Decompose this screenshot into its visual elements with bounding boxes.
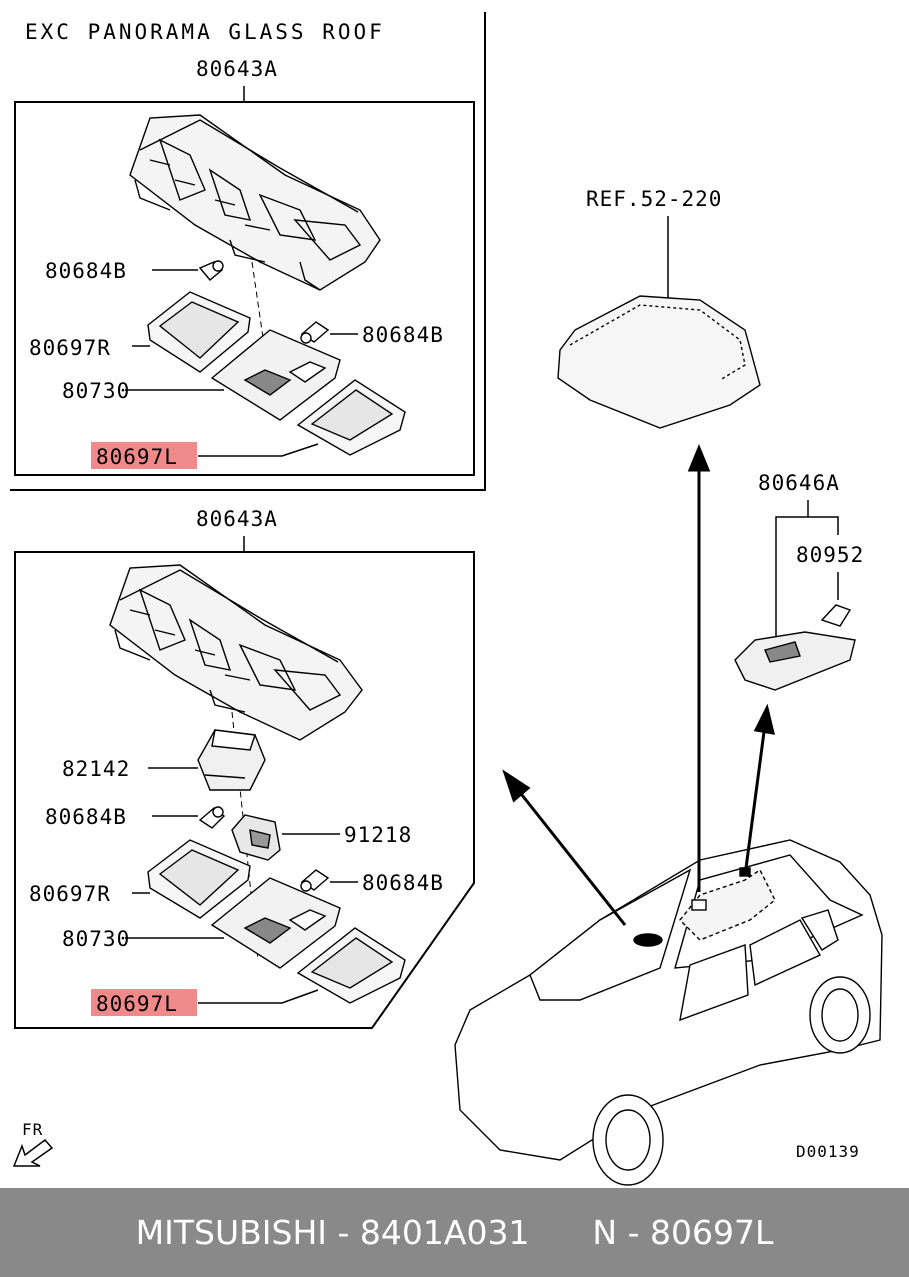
top-section: EXC PANORAMA GLASS ROOF 80643A <box>10 12 486 491</box>
bottom-bulb-left-label: 80684B <box>45 805 127 829</box>
top-lens-left-label: 80697L <box>96 445 178 469</box>
footer-bar: MITSUBISHI - 8401A031 N - 80697L <box>0 1188 909 1277</box>
roof-panel-drawing <box>557 295 761 429</box>
parts-diagram: EXC PANORAMA GLASS ROOF 80643A <box>10 12 883 1186</box>
bottom-bulb-right-drawing <box>300 869 330 892</box>
bottom-socket-drawing <box>231 814 281 861</box>
bottom-housing-drawing <box>210 877 341 969</box>
top-highlight-box <box>91 442 197 469</box>
bottom-assembly-label: 80643A <box>196 507 278 531</box>
top-section-header: EXC PANORAMA GLASS ROOF <box>25 20 385 44</box>
bottom-section: 80643A <box>14 507 475 1029</box>
top-bulb-right-drawing <box>300 321 330 344</box>
top-lens-right-drawing <box>147 291 251 373</box>
top-lens-right-label: 80697R <box>29 336 111 360</box>
rear-lamp-drawing <box>734 631 856 691</box>
top-console-drawing <box>129 114 381 291</box>
reference-label: REF.52-220 <box>586 187 722 211</box>
pointer-arrows <box>502 444 775 926</box>
bottom-lens-right-drawing <box>147 839 251 919</box>
footer-spacer <box>529 1213 592 1252</box>
bottom-switch-label: 82142 <box>62 757 130 781</box>
top-lens-left-drawing <box>296 379 406 456</box>
footer-part-number: 8401A031 <box>359 1213 530 1252</box>
footer-position: 80697L <box>649 1213 774 1252</box>
bottom-section-frame <box>14 551 475 1029</box>
right-section: REF.52-220 80646A 80952 <box>12 187 883 1186</box>
rear-lamp-bulb-label: 80952 <box>796 543 864 567</box>
diagram-code-label: D00139 <box>796 1142 860 1161</box>
bottom-housing-label: 80730 <box>62 927 130 951</box>
front-direction-label: FR <box>22 1120 43 1139</box>
bottom-socket-label: 91218 <box>344 823 412 847</box>
bottom-bulb-right-label: 80684B <box>362 871 444 895</box>
footer-position-prefix: N <box>592 1213 618 1252</box>
top-housing-label: 80730 <box>62 379 130 403</box>
bottom-lens-left-drawing <box>296 927 406 1004</box>
rear-lamp-assembly-label: 80646A <box>758 471 840 495</box>
rear-lamp-bulb-drawing <box>820 604 852 627</box>
bottom-lens-left-label: 80697L <box>96 992 178 1016</box>
top-assembly-label: 80643A <box>196 57 278 81</box>
footer-separator-2: - <box>617 1213 650 1252</box>
bottom-lens-right-label: 80697R <box>29 882 111 906</box>
bottom-console-drawing <box>109 564 363 741</box>
top-bulb-left-label: 80684B <box>45 259 127 283</box>
front-arrow-icon <box>12 1138 54 1167</box>
top-section-frame <box>10 12 486 491</box>
bottom-bulb-left-drawing <box>198 806 226 829</box>
bottom-switch-drawing <box>197 729 266 791</box>
footer-brand: MITSUBISHI <box>135 1213 327 1252</box>
footer-separator: - <box>327 1213 360 1252</box>
top-bulb-right-label: 80684B <box>362 323 444 347</box>
bottom-highlight-box <box>91 989 197 1016</box>
car-drawing <box>454 839 883 1186</box>
top-housing-drawing <box>210 329 341 421</box>
top-bulb-left-drawing <box>198 260 224 281</box>
